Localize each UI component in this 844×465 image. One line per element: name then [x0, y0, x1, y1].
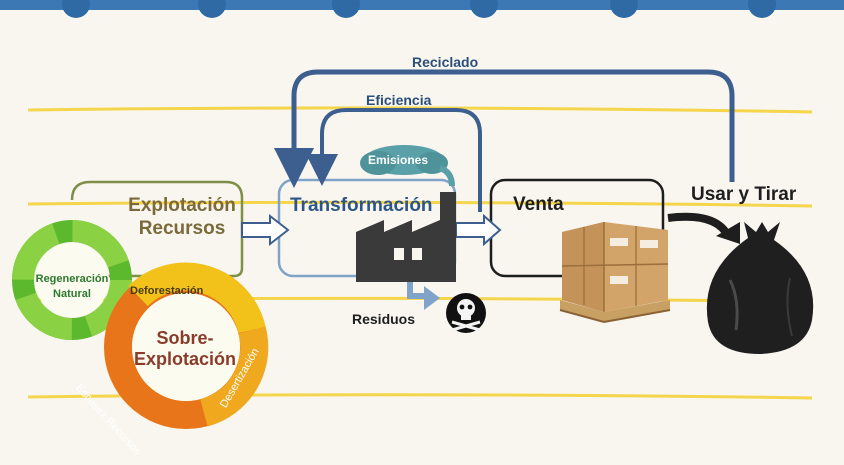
eficiencia-label: Eficiencia	[366, 92, 432, 108]
sobre-explotacion-cycle	[104, 262, 269, 429]
skull-crossbones-icon	[446, 293, 486, 333]
explotacion-label: Explotación Recursos	[128, 195, 236, 239]
arrow-transformacion-to-venta	[455, 213, 502, 247]
reciclado-arrow	[274, 69, 735, 188]
factory-icon	[356, 192, 456, 282]
usar-y-tirar-label: Usar y Tirar	[691, 184, 797, 205]
residuos-arrowhead	[424, 286, 440, 310]
residuos-arrow	[407, 282, 428, 299]
venta-label: Venta	[513, 194, 564, 215]
arrow-venta-to-bag	[667, 212, 732, 239]
arrow-venta-to-bag-head	[716, 222, 740, 244]
regeneracion-cycle	[12, 220, 132, 340]
top-band	[0, 0, 844, 18]
garbage-bag-icon	[706, 222, 814, 354]
emisiones-label: Emisiones	[368, 153, 429, 167]
sobre-explotacion-label: Sobre-Explotación	[133, 328, 236, 369]
eficiencia-arrow	[306, 108, 482, 212]
emissions-cloud-icon	[360, 145, 455, 187]
residuos-label: Residuos	[352, 311, 416, 327]
explotacion-box	[70, 180, 244, 278]
regeneracion-label: Regeneración Natural	[35, 273, 109, 300]
arrow-explotacion-to-transformacion	[241, 213, 290, 247]
reciclado-label: Reciclado	[412, 54, 479, 70]
cardboard-boxes-pallet-icon	[559, 222, 671, 324]
transformacion-label: Transformación	[290, 195, 433, 216]
deforestacion-label: Deforestación	[130, 285, 204, 297]
